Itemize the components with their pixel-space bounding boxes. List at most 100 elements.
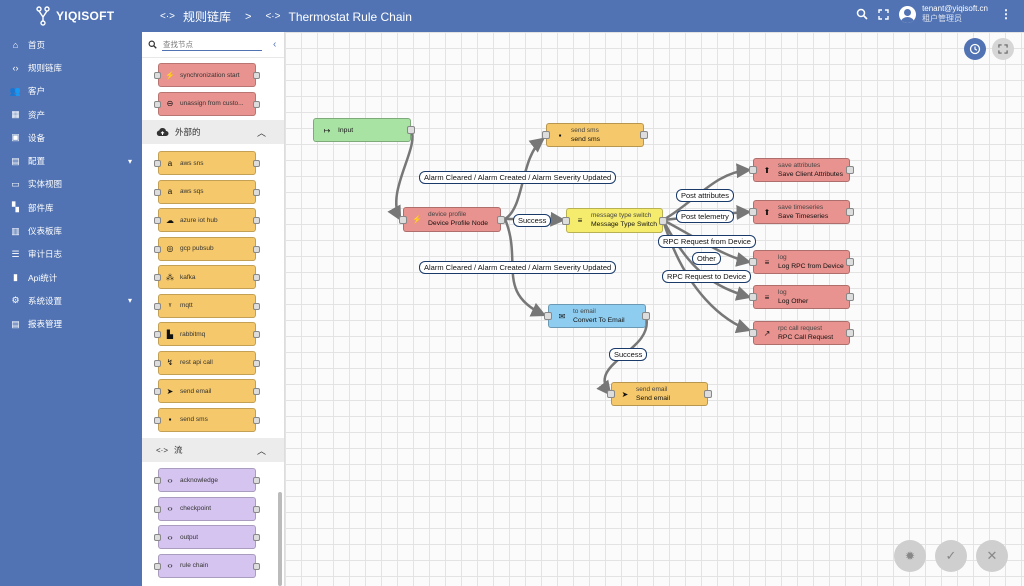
library-node[interactable]: ‹›rule chain xyxy=(154,553,260,578)
library-node[interactable]: ⚡synchronization start xyxy=(154,63,260,87)
library-node[interactable]: ⊖unassign from custo... xyxy=(154,91,260,116)
output-port[interactable] xyxy=(642,312,650,320)
collapse-panel-icon[interactable]: ‹ xyxy=(273,39,277,50)
input-port[interactable] xyxy=(607,390,615,398)
input-port[interactable] xyxy=(399,215,407,224)
canvas-fullscreen-button[interactable] xyxy=(992,38,1014,60)
more-vert-icon[interactable]: ⋮ xyxy=(1000,7,1012,21)
connections xyxy=(387,129,752,396)
output-port[interactable] xyxy=(704,390,712,398)
avatar xyxy=(899,5,917,23)
library-node[interactable]: ☁azure iot hub xyxy=(154,208,260,232)
edge-label[interactable]: RPC Request to Device xyxy=(662,270,752,283)
nav-item[interactable]: ☰审计日志 xyxy=(0,243,142,266)
nav-item[interactable]: ▥仪表板库 xyxy=(0,219,142,242)
edge-label[interactable]: Other xyxy=(692,252,721,265)
node-input[interactable]: ↦ Input xyxy=(313,118,415,142)
output-port[interactable] xyxy=(846,166,854,174)
user-menu[interactable]: tenant@yiqisoft.cn 租户管理员 xyxy=(899,4,988,24)
output-port[interactable] xyxy=(846,208,854,216)
input-port[interactable] xyxy=(749,293,757,301)
library-node-label: aws sns xyxy=(180,159,204,167)
output-port[interactable] xyxy=(497,215,505,224)
edge-label[interactable]: Post attributes xyxy=(676,189,734,202)
library-node[interactable]: ➤send email xyxy=(154,379,260,403)
breadcrumb-parent[interactable]: 规则链库 xyxy=(183,10,232,24)
edge-label[interactable]: Success xyxy=(609,348,648,361)
section-external[interactable]: 外部的 ︿ xyxy=(142,120,284,144)
output-port[interactable] xyxy=(846,329,854,337)
library-node[interactable]: ⁂kafka xyxy=(154,265,260,289)
edge-label[interactable]: RPC Request from Device xyxy=(658,235,756,248)
edge-label[interactable]: Success xyxy=(513,214,552,227)
nav-item[interactable]: ▤配置▾ xyxy=(0,149,142,172)
library-node[interactable]: ◎gcp pubsub xyxy=(154,236,260,261)
call-made-icon: ↗ xyxy=(763,328,771,338)
library-node[interactable]: ▪send sms xyxy=(154,407,260,432)
edge-label[interactable]: Post telemetry xyxy=(676,210,734,223)
input-port[interactable] xyxy=(562,216,570,225)
input-port xyxy=(154,477,161,484)
nav-item[interactable]: ▮Api统计 xyxy=(0,266,142,289)
output-port[interactable] xyxy=(640,131,648,139)
nav-item[interactable]: ⌂首页 xyxy=(0,33,142,56)
library-node[interactable]: ‹›output xyxy=(154,525,260,549)
library-node[interactable]: ‹›checkpoint xyxy=(154,496,260,521)
node-type: save timeseries xyxy=(778,203,824,211)
node-icon: ⁂ xyxy=(166,272,174,282)
library-node-label: mqtt xyxy=(180,302,193,309)
fullscreen-icon[interactable] xyxy=(878,8,889,20)
nav-item[interactable]: ▦资产 xyxy=(0,103,142,126)
edge-label[interactable]: Alarm Cleared / Alarm Created / Alarm Se… xyxy=(419,261,617,274)
code-icon: <·> xyxy=(265,11,281,22)
input-port[interactable] xyxy=(749,208,757,216)
scrollbar[interactable] xyxy=(278,492,282,586)
output-port[interactable] xyxy=(846,293,854,301)
entity-view-icon: ▭ xyxy=(11,178,20,189)
output-port[interactable] xyxy=(659,216,667,225)
input-port[interactable] xyxy=(749,329,757,337)
revert-changes-button[interactable]: ✕ xyxy=(976,540,1008,572)
nav-item[interactable]: ⚙系统设置▾ xyxy=(0,289,142,312)
section-flow[interactable]: <·> 流 ︿ xyxy=(142,438,284,462)
output-port[interactable] xyxy=(407,126,415,134)
library-node-label: rest api call xyxy=(180,359,213,366)
input-port[interactable] xyxy=(749,166,757,174)
edge-label[interactable]: Alarm Cleared / Alarm Created / Alarm Se… xyxy=(419,171,617,184)
input-port[interactable] xyxy=(544,312,552,320)
nav-item[interactable]: ▤报表管理 xyxy=(0,313,142,336)
input-port[interactable] xyxy=(542,131,550,139)
library-node[interactable]: ▙rabbitmq xyxy=(154,322,260,346)
apply-changes-button[interactable]: ✓ xyxy=(935,540,967,572)
output-port[interactable] xyxy=(846,258,854,266)
nav-item-label: 资产 xyxy=(28,109,46,120)
library-search-input[interactable] xyxy=(162,38,262,51)
search-icon[interactable] xyxy=(856,8,868,20)
library-node[interactable]: ‹›acknowledge xyxy=(154,468,260,492)
nav-item[interactable]: 👥客户 xyxy=(0,80,142,103)
nav-item[interactable]: ▭实体视图 xyxy=(0,173,142,196)
nav-item[interactable]: ▣设备 xyxy=(0,126,142,149)
app-logo[interactable]: YIQISOFT xyxy=(36,4,114,28)
debug-button[interactable]: ✹ xyxy=(894,540,926,572)
library-node[interactable]: ↯rest api call xyxy=(154,350,260,375)
input-port[interactable] xyxy=(749,258,757,266)
version-history-button[interactable] xyxy=(964,38,986,60)
nav-item[interactable]: ▚部件库 xyxy=(0,196,142,219)
output-port xyxy=(253,188,260,196)
nav-item[interactable]: ‹›规则链库 xyxy=(0,56,142,79)
